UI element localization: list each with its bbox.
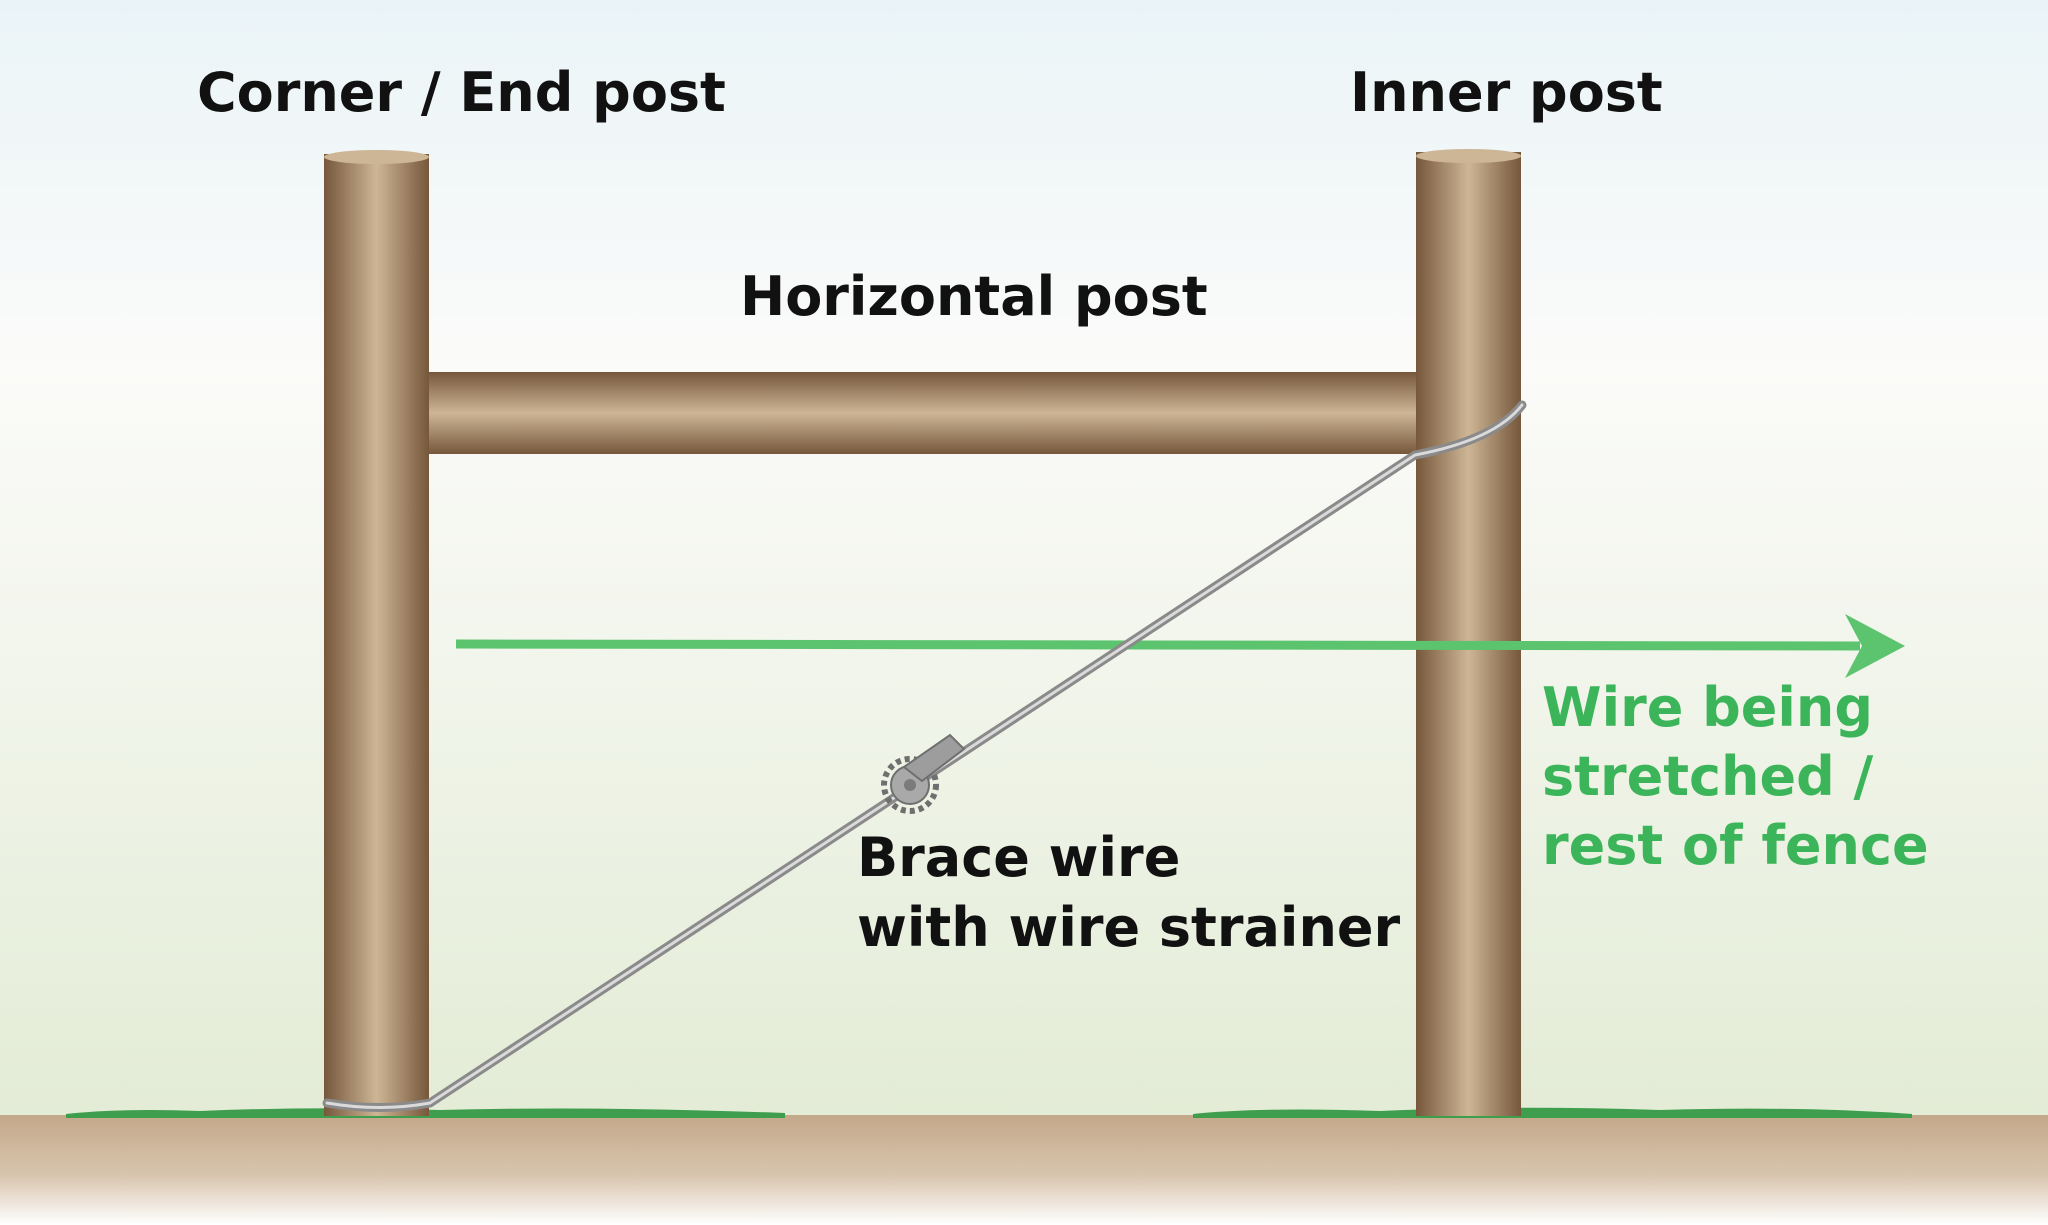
brace-wire-label-line1: Brace wire [857,826,1180,889]
grass-right [1193,1107,1912,1118]
wire-strainer-icon [881,733,966,814]
stretched-wire-arrow [455,614,1905,678]
stretched-wire-label-line3: rest of fence [1542,814,1929,877]
ground [0,1115,2048,1225]
corner-end-post [324,150,429,1116]
brace-wire-label-line2: with wire strainer [857,896,1401,959]
stretched-wire-label-line1: Wire being [1542,676,1873,739]
inner-post-label: Inner post [1350,61,1663,124]
stretched-wire-label-line2: stretched / [1542,745,1874,808]
corner-post-label: Corner / End post [197,61,726,124]
inner-post [1416,149,1521,1116]
horizontal-post [429,372,1417,454]
horizontal-post-label: Horizontal post [740,265,1208,328]
brace-wire [322,400,1527,1112]
